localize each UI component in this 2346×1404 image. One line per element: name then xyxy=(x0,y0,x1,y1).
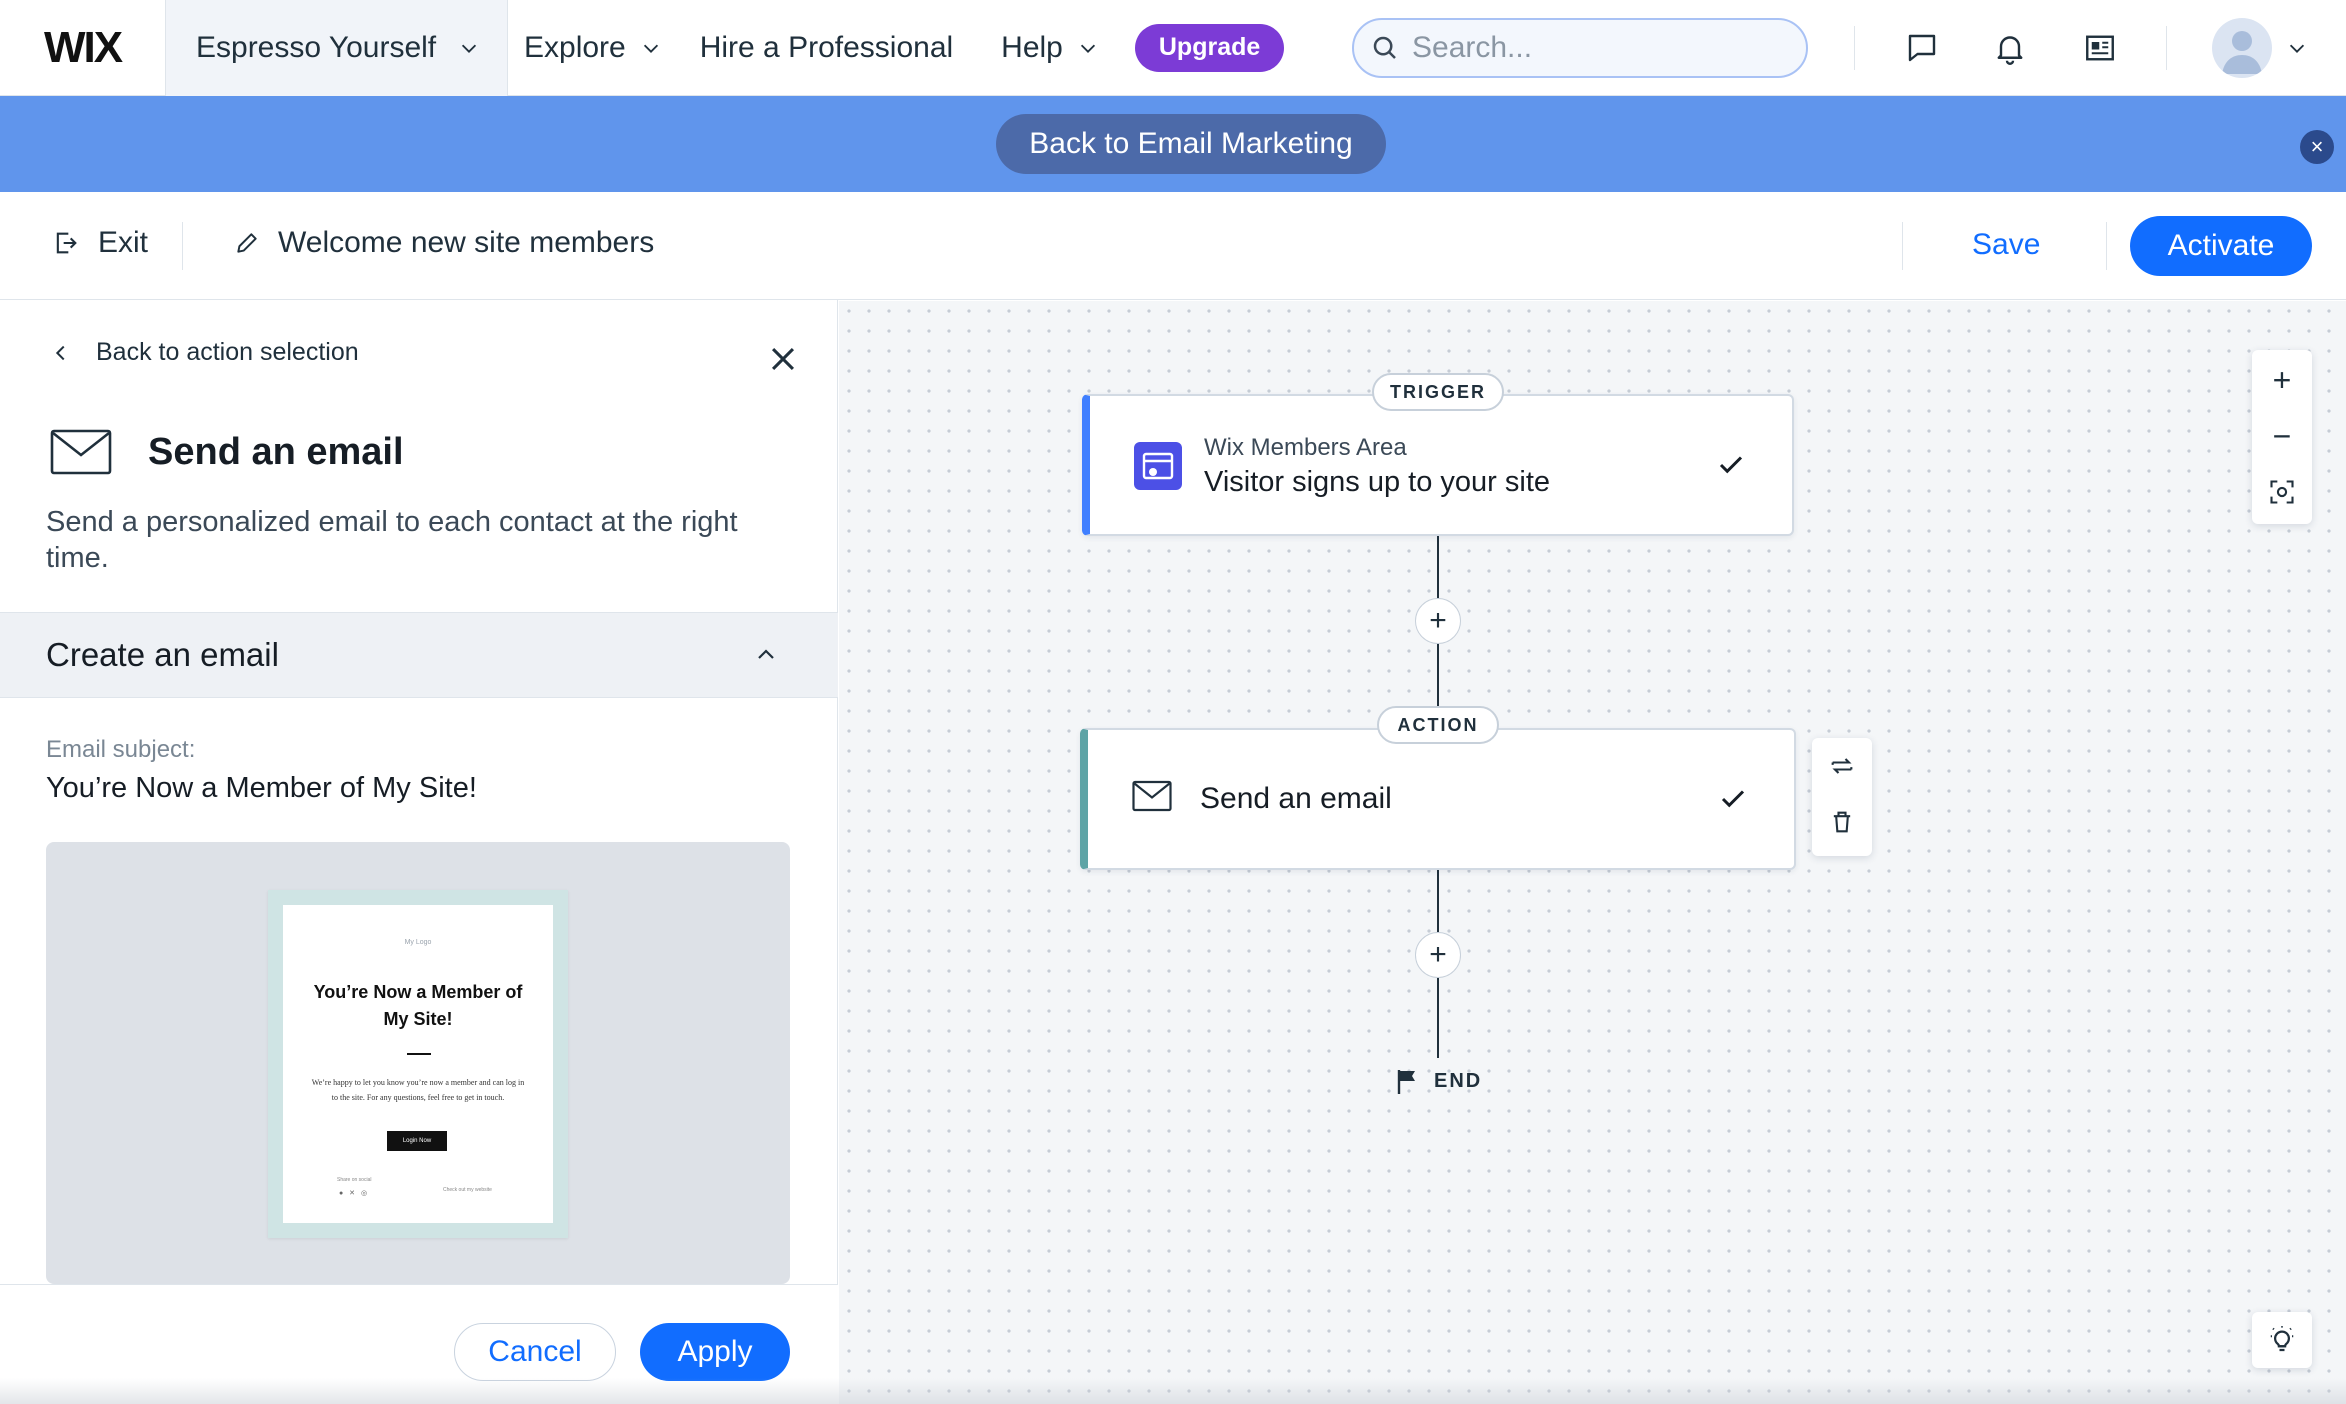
action-settings-panel: Back to action selection Send an email S… xyxy=(0,300,838,1404)
add-step-button[interactable]: + xyxy=(1415,932,1461,978)
chevron-down-icon xyxy=(643,44,658,53)
social-icons: ● ✕ ◎ xyxy=(339,1190,370,1197)
divider xyxy=(182,222,183,270)
exit-label: Exit xyxy=(98,226,149,259)
panel-title: Send an email xyxy=(148,430,404,473)
zoom-in-button[interactable]: + xyxy=(2272,361,2292,398)
email-footer-social: Share on social xyxy=(337,1177,372,1183)
create-email-section-header[interactable]: Create an email xyxy=(0,612,838,698)
editor-toolbar: Exit Welcome new site members Save Activ… xyxy=(0,192,2346,300)
site-name: Espresso Yourself xyxy=(196,30,437,64)
divider xyxy=(2166,26,2167,70)
email-preview[interactable]: My Logo You’re Now a Member of My Site! … xyxy=(46,842,790,1284)
flag-icon xyxy=(1397,1070,1415,1094)
cancel-button[interactable]: Cancel xyxy=(454,1323,616,1381)
section-title: Create an email xyxy=(46,636,279,673)
banner-close-icon[interactable]: × xyxy=(2300,130,2334,164)
chevron-down-icon[interactable] xyxy=(2286,37,2308,59)
divider xyxy=(1902,222,1903,270)
back-to-email-marketing-button[interactable]: Back to Email Marketing xyxy=(996,114,1386,174)
notifications-bell-icon[interactable] xyxy=(1986,24,2034,72)
replace-icon[interactable] xyxy=(1828,752,1856,780)
nav-hire-label: Hire a Professional xyxy=(699,30,954,64)
nav-explore[interactable]: Explore xyxy=(524,31,662,65)
email-login-button: Login Now xyxy=(387,1131,447,1151)
email-logo: My Logo xyxy=(404,939,432,946)
chevron-up-icon xyxy=(758,649,774,659)
messages-icon[interactable] xyxy=(1898,24,1946,72)
save-button[interactable]: Save xyxy=(1972,228,2041,261)
trigger-node[interactable]: Wix Members Area Visitor signs up to you… xyxy=(1082,394,1794,536)
email-body: We’re happy to let you know you’re now a… xyxy=(311,1078,525,1102)
trash-icon[interactable] xyxy=(1828,808,1856,836)
pencil-icon xyxy=(237,233,257,253)
panel-footer: Cancel Apply xyxy=(0,1284,838,1404)
email-title: You’re Now a Member of My Site! xyxy=(313,982,523,1029)
email-footer-website: Check out my website xyxy=(443,1187,492,1193)
action-tag: ACTION xyxy=(1377,706,1499,744)
divider xyxy=(2106,222,2107,270)
envelope-icon xyxy=(1132,780,1172,812)
info-banner: Back to Email Marketing × xyxy=(0,96,2346,192)
search-input[interactable] xyxy=(1412,31,1792,65)
divider xyxy=(1854,26,1855,70)
automation-name-label: Welcome new site members xyxy=(278,226,655,259)
email-divider xyxy=(407,1053,431,1055)
upgrade-button[interactable]: Upgrade xyxy=(1134,23,1285,72)
nav-help[interactable]: Help xyxy=(1001,31,1099,65)
search-box[interactable] xyxy=(1352,18,1808,78)
automation-name[interactable]: Welcome new site members xyxy=(234,226,654,260)
node-toolbar xyxy=(1812,738,1872,856)
end-marker: END xyxy=(1396,1068,1482,1094)
trigger-tag: TRIGGER xyxy=(1372,373,1504,411)
envelope-icon xyxy=(50,429,112,475)
end-label: END xyxy=(1434,1069,1483,1092)
trigger-source: Wix Members Area xyxy=(1204,434,1407,461)
back-to-action-selection-link[interactable]: Back to action selection xyxy=(50,338,359,367)
nav-help-label: Help xyxy=(1001,30,1063,64)
members-area-icon xyxy=(1134,442,1182,490)
activate-button[interactable]: Activate xyxy=(2130,216,2312,276)
fit-to-screen-button[interactable] xyxy=(2252,464,2312,520)
zoom-out-button[interactable]: − xyxy=(2272,417,2292,454)
chevron-left-icon xyxy=(55,345,65,360)
exit-icon xyxy=(56,232,77,254)
apply-button[interactable]: Apply xyxy=(640,1323,790,1381)
add-step-button[interactable]: + xyxy=(1415,598,1461,644)
email-subject-value: You’re Now a Member of My Site! xyxy=(46,772,477,804)
email-subject-label: Email subject: xyxy=(46,736,196,763)
check-icon xyxy=(1719,456,1743,474)
action-node[interactable]: Send an email xyxy=(1080,728,1796,870)
news-feed-icon[interactable] xyxy=(2076,24,2124,72)
lightbulb-icon xyxy=(2270,1326,2294,1352)
chevron-down-icon xyxy=(1080,44,1095,53)
zoom-controls: + − xyxy=(2252,350,2312,524)
search-icon xyxy=(1373,36,1396,59)
exit-button[interactable]: Exit xyxy=(52,226,148,260)
trigger-title: Visitor signs up to your site xyxy=(1204,466,1551,498)
action-title: Send an email xyxy=(1200,782,1392,815)
chevron-down-icon xyxy=(462,44,477,53)
panel-header: Send an email xyxy=(50,428,404,476)
panel-description: Send a personalized email to each contac… xyxy=(46,506,738,574)
nav-explore-label: Explore xyxy=(524,30,626,64)
email-thumbnail: My Logo You’re Now a Member of My Site! … xyxy=(268,890,568,1238)
top-navigation: WIX Espresso Yourself Explore Hire a Pro… xyxy=(0,0,2346,96)
check-icon xyxy=(1721,790,1745,808)
close-icon[interactable] xyxy=(766,342,800,376)
wix-logo[interactable]: WIX xyxy=(0,0,166,96)
nav-hire-professional[interactable]: Hire a Professional xyxy=(700,31,953,65)
user-avatar[interactable] xyxy=(2212,18,2272,78)
fit-screen-icon xyxy=(2270,480,2294,504)
site-selector[interactable]: Espresso Yourself xyxy=(166,0,508,96)
tips-button[interactable] xyxy=(2252,1312,2312,1368)
back-link-label: Back to action selection xyxy=(96,338,359,366)
